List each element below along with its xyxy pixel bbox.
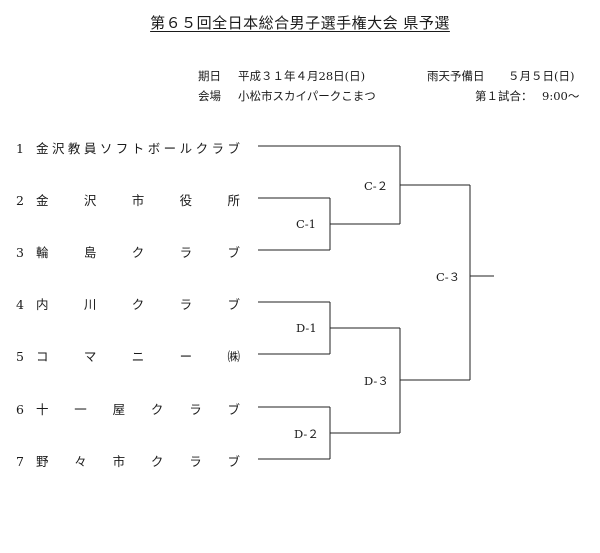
first-match-label: 第１試合： [475,89,533,103]
team-row: 6 十一屋クラブ [16,399,240,418]
date-value: 平成３１年４月28日(日) [238,69,366,83]
team-name: 輪島クラブ [36,245,240,260]
team-name: 金沢教員ソフトボールクラブ [36,141,240,156]
team-number: 4 [16,297,24,312]
team-number: 3 [16,245,24,260]
team-number: 7 [16,454,24,469]
team-row: 4 内川クラブ [16,294,240,313]
team-row: 5 コマニー㈱ [16,346,240,365]
team-name: 内川クラブ [36,297,240,312]
team-name: コマニー㈱ [36,349,240,364]
match-label-c2: C-２ [364,179,389,193]
first-match-time: 9:00～ [542,89,580,103]
date-label: 期日 [198,69,221,83]
team-row: 7 野々市クラブ [16,451,240,470]
team-number: 6 [16,402,24,417]
match-label-c1: C-1 [296,217,317,231]
rain-date-value: ５月５日(日) [508,69,575,83]
match-label-d2: D-２ [294,427,319,441]
match-label-c3: C-３ [436,270,461,284]
team-row: 3 輪島クラブ [16,242,240,261]
match-label-d1: D-1 [296,321,317,335]
team-number: 2 [16,193,24,208]
team-row: 2 金沢市役所 [16,190,240,209]
team-name: 野々市クラブ [36,454,240,469]
team-row: 1 金沢教員ソフトボールクラブ [16,138,240,157]
rain-date-label: 雨天予備日 [427,69,485,83]
venue-value: 小松市スカイパークこまつ [238,89,376,103]
page-title: 第６５回全日本総合男子選手権大会 県予選 [150,14,450,32]
team-name: 十一屋クラブ [36,402,240,417]
team-number: 5 [16,349,24,364]
match-label-d3: D-３ [364,374,389,388]
team-number: 1 [16,141,24,156]
venue-label: 会場 [198,89,221,103]
team-name: 金沢市役所 [36,193,240,208]
